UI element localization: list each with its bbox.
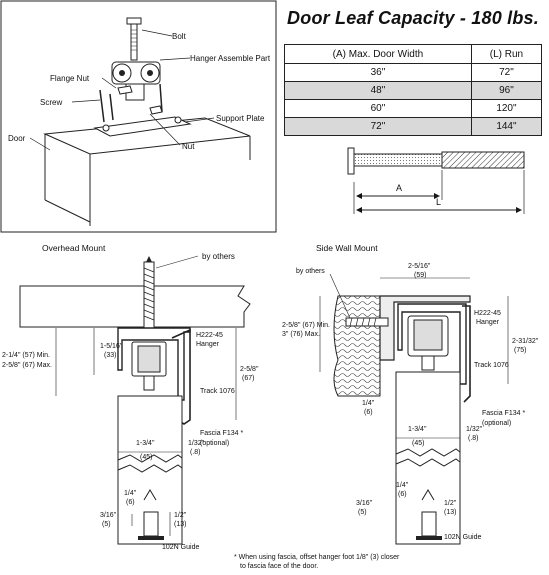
overhead-dim-2-5-8: 2-5/8" — [240, 366, 259, 373]
sidewall-by-others: by others — [296, 268, 325, 275]
overhead-dim-67: (67) — [242, 375, 255, 382]
sidewall-optional: (optional) — [482, 420, 512, 427]
sidewall-dim-6: (6) — [364, 409, 373, 416]
overhead-dim-1-4: 1/4" — [124, 490, 137, 497]
sidewall-hanger-2: Hanger — [476, 319, 499, 326]
sidewall-dim-1-4b: 1/4" — [396, 482, 409, 489]
label-flange-nut: Flange Nut — [50, 74, 90, 83]
exploded-view — [0, 0, 277, 233]
label-dim-a: A — [396, 183, 403, 193]
side-wall-mount-drawing — [319, 273, 509, 545]
table-cell: 120" — [470, 99, 543, 118]
label-screw: Screw — [40, 98, 63, 107]
footnote-line-2: to fascia face of the door. — [240, 563, 319, 570]
sidewall-dim-3-16: 3/16" — [356, 500, 373, 507]
overhead-dim-max: 2-5/8" (67) Max. — [2, 362, 52, 369]
footnote-line-1: * When using fascia, offset hanger foot … — [234, 554, 400, 561]
overhead-dim-6: (6) — [126, 499, 135, 506]
overhead-dim-min: 2-1/4" (57) Min. — [2, 352, 51, 359]
overhead-hanger: H222-45 — [196, 332, 223, 339]
sidewall-track: Track 1076 — [474, 362, 509, 369]
overhead-dim-33: (33) — [104, 352, 117, 359]
overhead-title: Overhead Mount — [42, 243, 106, 253]
overhead-fascia: Fascia F134 * — [200, 430, 244, 437]
overhead-dim-3-16: 3/16" — [100, 512, 117, 519]
sidewall-dim-1-3-4: 1-3/4" — [408, 426, 427, 433]
overhead-dim-1-32: 1/32" — [188, 440, 205, 447]
overhead-dim-08: (.8) — [190, 449, 201, 456]
table-cell: 72" — [284, 117, 472, 136]
table-row: 72" 144" — [284, 117, 543, 136]
sidewall-title: Side Wall Mount — [316, 243, 378, 253]
label-nut: Nut — [182, 142, 195, 151]
overhead-dim-5: (5) — [102, 521, 111, 528]
sidewall-dim-6b: (6) — [398, 491, 407, 498]
sidewall-dim-1-4: 1/4" — [362, 400, 375, 407]
overhead-dim-1-2: 1/2" — [174, 512, 187, 519]
label-dim-l: L — [436, 197, 442, 207]
overhead-dim-1-5-16: 1-5/16" — [100, 343, 123, 350]
sidewall-dim-1-32: 1/32" — [466, 426, 483, 433]
overhead-optional: (optional) — [200, 440, 230, 447]
label-support-plate: Support Plate — [216, 114, 265, 123]
overhead-dim-13: (13) — [174, 521, 187, 528]
sidewall-guide: 102N Guide — [444, 534, 482, 541]
label-hanger-part: Hanger Assemble Part — [190, 54, 271, 63]
sidewall-dim-59: (59) — [414, 272, 427, 279]
sidewall-dim-08: (.8) — [468, 435, 479, 442]
sidewall-dim-5: (5) — [358, 509, 367, 516]
sidewall-dim-75: (75) — [514, 347, 527, 354]
label-door: Door — [8, 134, 26, 143]
table-row: 60" 120" — [284, 99, 543, 118]
sidewall-fascia: Fascia F134 * — [482, 410, 526, 417]
sidewall-hanger: H222-45 — [474, 310, 501, 317]
overhead-mount-drawing — [19, 255, 251, 545]
sidewall-dim-2-31-32: 2-31/32" — [512, 338, 539, 345]
overhead-track: Track 1076 — [200, 388, 235, 395]
sidewall-dim-1-2: 1/2" — [444, 500, 457, 507]
run-diagram — [347, 147, 525, 214]
capacity-table: (A) Max. Door Width (L) Run 36" 72" 48" … — [284, 44, 543, 136]
overhead-guide: 102N Guide — [162, 544, 200, 551]
label-bolt: Bolt — [172, 32, 186, 41]
table-cell: 144" — [470, 117, 543, 136]
sidewall-dim-13: (13) — [444, 509, 457, 516]
table-cell: 96" — [470, 81, 543, 100]
sidewall-dim-2-5-16: 2-5/16" — [408, 263, 431, 270]
sidewall-dim-max: 3" (76) Max. — [282, 331, 320, 338]
overhead-dim-45: (45) — [140, 454, 153, 461]
overhead-hanger-2: Hanger — [196, 341, 219, 348]
sidewall-dim-45: (45) — [412, 440, 425, 447]
overhead-by-others: by others — [202, 252, 235, 261]
sidewall-dim-min: 2-5/8" (67) Min. — [282, 322, 331, 329]
overhead-dim-1-3-4: 1-3/4" — [136, 440, 155, 447]
capacity-title: Door Leaf Capacity - 180 lbs. — [287, 8, 539, 28]
